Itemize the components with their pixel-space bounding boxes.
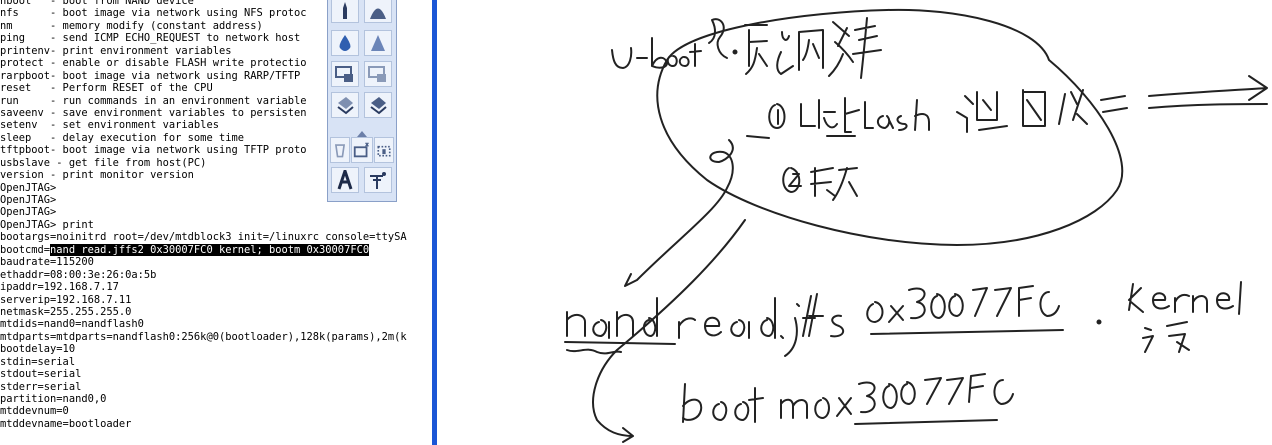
boot-in-line xyxy=(782,167,858,201)
terminal-line: partition=nand0,0 xyxy=(0,393,107,405)
shape-icon xyxy=(337,97,354,115)
dot-mark xyxy=(1096,319,1102,325)
uboot-brace xyxy=(708,18,728,59)
address-handwriting-1 xyxy=(866,285,1060,323)
insert-space-tool-button[interactable] xyxy=(351,137,373,163)
terminal-line: run - run commands in an environment var… xyxy=(0,94,307,107)
ink-tool-palette xyxy=(327,0,397,202)
terminal-line: mtddevnum=0 xyxy=(0,405,69,418)
address-underline-1 xyxy=(870,329,1064,335)
pen-icon xyxy=(343,2,347,19)
colon-mark xyxy=(732,49,738,55)
pen-tool-button[interactable] xyxy=(331,0,359,23)
terminal-line: mtddevname=bootloader xyxy=(0,417,132,430)
terminal-line: nfs - boot image via network using NFS p… xyxy=(0,7,307,20)
ink-drop-tool-button[interactable] xyxy=(331,30,359,56)
shape-fill-icon xyxy=(370,97,387,115)
bootm-handwriting xyxy=(682,383,808,423)
flash-read-line xyxy=(768,89,1128,133)
selection-icon xyxy=(377,145,391,157)
terminal-line: saveenv - save environment variables to … xyxy=(0,106,307,119)
terminal-line: printenv- print environment variables xyxy=(0,44,232,57)
terminal-line: baudrate=115200 xyxy=(0,256,94,269)
terminal-line: netmask=255.255.255.0 xyxy=(0,305,132,318)
lasso-select-alt-tool-button[interactable] xyxy=(364,61,392,87)
terminal-line: OpenJTAG> print xyxy=(0,218,94,231)
boot-kernel-heading xyxy=(744,17,882,79)
nand-underline xyxy=(564,341,676,355)
lasso-select-tool-button[interactable] xyxy=(331,61,359,87)
highlighter-icon xyxy=(370,8,386,19)
terminal-line: setenv - set environment variables xyxy=(0,119,219,132)
underline-marks xyxy=(746,135,856,139)
terminal-line: protect - enable or disable FLASH write … xyxy=(0,57,307,70)
terminal-line: nboot - boot from NAND device xyxy=(0,0,194,7)
cone-icon xyxy=(371,35,385,51)
text-tool-icon xyxy=(337,170,353,190)
kernel-handwriting xyxy=(1128,281,1242,315)
collapse-arrow-icon[interactable] xyxy=(355,124,369,137)
address-handwriting-2 xyxy=(814,373,1014,419)
ruler-icon xyxy=(370,172,386,189)
text-tool-button[interactable] xyxy=(331,167,359,193)
boot-ellipse xyxy=(656,8,1124,246)
terminal-line: rarpboot- boot image via network using R… xyxy=(0,69,301,82)
handwriting-layer xyxy=(564,8,1268,443)
eraser-tool-button[interactable] xyxy=(330,137,350,163)
terminal-line: stdout=serial xyxy=(0,368,82,381)
terminal-line: ethaddr=08:00:3e:26:0a:5b xyxy=(0,268,157,281)
bootcmd-selection[interactable]: nand read.jffs2 0x30007FC0 kernel; bootm… xyxy=(50,243,370,256)
terminal-line: stderr=serial xyxy=(0,380,82,393)
terminal-line: reset - Perform RESET of the CPU xyxy=(0,82,213,95)
insert-space-icon xyxy=(353,142,369,158)
shape-tool-button[interactable] xyxy=(331,92,359,118)
terminal-line: bootargs=noinitrd root=/dev/mtdblock3 in… xyxy=(0,231,407,244)
flash-arrow xyxy=(1148,75,1268,109)
ink-drop-icon xyxy=(339,35,351,51)
terminal-line: sleep - delay execution for some time xyxy=(0,131,244,144)
terminal-line: nm - memory modify (constant address) xyxy=(0,19,263,32)
terminal-line: serverip=192.168.7.11 xyxy=(0,293,132,306)
terminal-line: mtdparts=mtdparts=nandflash0:256k@0(boot… xyxy=(0,330,407,343)
lasso-select-icon xyxy=(335,66,353,82)
terminal-line: version - print monitor version xyxy=(0,169,194,182)
selection-tool-button[interactable] xyxy=(374,137,394,163)
terminal-line: bootdelay=10 xyxy=(0,343,76,356)
terminal-line: usbslave - get file from host(PC) xyxy=(0,156,207,169)
terminal-line: OpenJTAG> xyxy=(0,181,57,194)
drawing-canvas[interactable] xyxy=(437,0,1272,445)
terminal-line: stdin=serial xyxy=(0,355,76,368)
bootm-connector xyxy=(592,219,746,443)
highlighter-tool-button[interactable] xyxy=(364,0,392,23)
window-divider xyxy=(432,0,437,445)
terminal-line: ipaddr=192.168.7.17 xyxy=(0,281,119,294)
terminal-line: OpenJTAG> xyxy=(0,206,57,219)
terminal-line: tftpboot- boot image via network using T… xyxy=(0,144,307,157)
terminal-line: OpenJTAG> xyxy=(0,194,57,206)
eraser-icon xyxy=(334,144,346,158)
kernel-note xyxy=(1142,321,1190,353)
curly-connector xyxy=(624,139,734,287)
address-underline-2 xyxy=(854,419,998,425)
terminal-line: ping - send ICMP ECHO_REQUEST to network… xyxy=(0,32,301,45)
lasso-select-alt-icon xyxy=(368,66,386,82)
bootcmd-key: bootcmd= xyxy=(0,243,51,256)
terminal-line: mtdids=nand0=nandflash0 xyxy=(0,318,144,331)
uboot-handwriting xyxy=(611,37,702,69)
nand-read-handwriting xyxy=(566,293,845,357)
ruler-tool-button[interactable] xyxy=(364,167,392,193)
bootcmd-line: bootcmd=nand read.jffs2 0x30007FC0 kerne… xyxy=(0,243,407,256)
cone-tool-button[interactable] xyxy=(364,30,392,56)
shape-fill-tool-button[interactable] xyxy=(364,92,392,118)
